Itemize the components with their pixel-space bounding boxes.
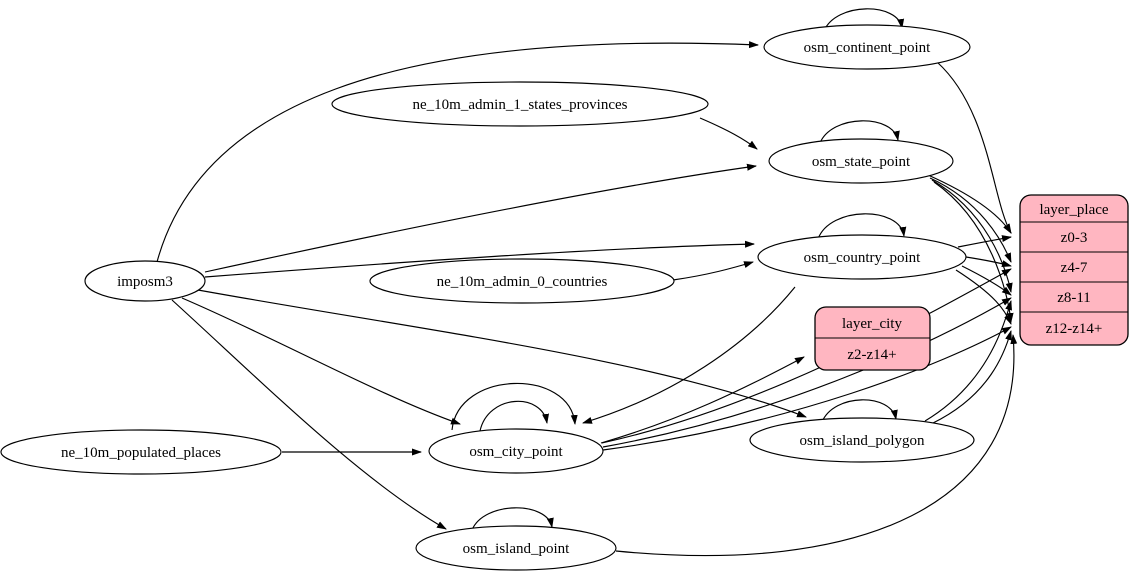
- selfloop-osm_continent_point: [823, 8, 905, 32]
- edge-osm_state_point-z4-7: [929, 177, 1012, 263]
- edge-osm_country_point-z0-3: [957, 235, 1012, 248]
- osm_state_point-ellipse: [768, 138, 954, 184]
- imposm3-ellipse: [84, 260, 206, 302]
- osm_city_point-label: osm_city_point: [469, 444, 563, 460]
- edge-osm_country_point-z8-11: [961, 265, 1012, 296]
- node-osm_country_point: osm_country_point: [757, 234, 967, 280]
- osm_state_point-label: osm_state_point: [812, 154, 911, 170]
- edge-imposm3-osm_continent_point: [156, 41, 759, 263]
- selfloop-osm_city_point-inner: [479, 400, 550, 432]
- edges: [156, 8, 1018, 557]
- node-osm_island_polygon: osm_island_polygon: [749, 417, 975, 463]
- edge-osm_island_polygon-z12-z14: [932, 330, 1012, 424]
- layer_place-row-z4-7: z4-7: [1061, 260, 1088, 276]
- node-imposm3: imposm3: [84, 260, 206, 302]
- selfloop-osm_country_point: [817, 213, 907, 240]
- selfloop-osm_state_point: [819, 120, 900, 144]
- ne_10m_admin_1_states_provinces-ellipse: [331, 81, 709, 127]
- edge-osm_city_point-z12-z14: [602, 326, 1012, 451]
- ne_10m_populated_places-ellipse: [0, 429, 282, 475]
- edge-imposm3-osm_island_point: [171, 299, 447, 530]
- osm_country_point-label: osm_country_point: [804, 250, 921, 266]
- osm_continent_point-label: osm_continent_point: [804, 40, 931, 56]
- osm_continent_point-ellipse: [763, 24, 971, 70]
- edge-osm_continent_point-z0-3: [936, 61, 1012, 234]
- edge-osm_city_point-z8-11: [602, 297, 1012, 448]
- osm_island_polygon-label: osm_island_polygon: [799, 433, 925, 449]
- edge-osm_city_point-layer_city_z2: [600, 356, 805, 444]
- edge-osm_island_point-z12-z14: [615, 334, 1018, 557]
- selfloop-osm_island_point: [471, 507, 554, 531]
- selfloop-osm_island_polygon: [821, 399, 898, 423]
- node-ne_10m_populated_places: ne_10m_populated_places: [0, 429, 282, 475]
- edge-ne_10m_admin_1_states_provinces-osm_state_point: [699, 117, 758, 150]
- record-layer_place: layer_place z0-3 z4-7 z8-11 z12-z14+: [1019, 194, 1129, 346]
- ne_10m_admin_0_countries-ellipse: [369, 258, 675, 304]
- edge-ne_10m_admin_0_countries-osm_country_point: [672, 261, 754, 281]
- edge-osm_country_point-osm_city_point: [582, 286, 796, 424]
- node-osm_continent_point: osm_continent_point: [763, 24, 971, 70]
- edge-imposm3-osm_island_polygon: [197, 289, 807, 418]
- selfloop-osm_city_point-outer: [451, 382, 578, 431]
- ne_10m_admin_1_states_provinces-label: ne_10m_admin_1_states_provinces: [413, 97, 628, 113]
- edge-osm_island_polygon-z8-11: [924, 300, 1012, 422]
- ne_10m_populated_places-label: ne_10m_populated_places: [61, 445, 221, 461]
- layer_place-row-z0-3: z0-3: [1061, 230, 1088, 246]
- node-osm_island_point: osm_island_point: [415, 525, 617, 571]
- osm_island_point-label: osm_island_point: [463, 541, 571, 557]
- ne_10m_admin_0_countries-label: ne_10m_admin_0_countries: [437, 274, 608, 290]
- layer_place-row-z8-11: z8-11: [1057, 290, 1091, 306]
- node-osm_state_point: osm_state_point: [768, 138, 954, 184]
- osm_island_point-ellipse: [415, 525, 617, 571]
- node-ne_10m_admin_1_states_provinces: ne_10m_admin_1_states_provinces: [331, 81, 709, 127]
- osm_country_point-ellipse: [757, 234, 967, 280]
- layer_city-row-z2-z14: z2-z14+: [847, 347, 896, 363]
- edge-osm_state_point-z0-3: [927, 174, 1012, 234]
- edge-imposm3-osm_state_point: [204, 163, 757, 273]
- layer_place-row-z12-z14: z12-z14+: [1046, 321, 1103, 337]
- layer_place-title: layer_place: [1039, 202, 1108, 218]
- edge-osm_state_point-z8-11: [931, 179, 1013, 293]
- layer_place-box: [1019, 194, 1129, 346]
- edge-osm_country_point-z12-z14: [955, 269, 1012, 325]
- edge-imposm3-osm_country_point: [204, 240, 755, 278]
- imposm3-label: imposm3: [117, 274, 173, 290]
- node-osm_city_point: osm_city_point: [428, 428, 604, 474]
- edge-imposm3-osm_city_point: [181, 297, 461, 425]
- edge-osm_country_point-z4-7: [965, 256, 1012, 268]
- edge-osm_city_point-z4-7: [601, 268, 1012, 444]
- osm_city_point-ellipse: [428, 428, 604, 474]
- record-layer_city: layer_city z2-z14+: [814, 306, 931, 371]
- osm_island_polygon-ellipse: [749, 417, 975, 463]
- node-ne_10m_admin_0_countries: ne_10m_admin_0_countries: [369, 258, 675, 304]
- layer_city-title: layer_city: [842, 316, 902, 332]
